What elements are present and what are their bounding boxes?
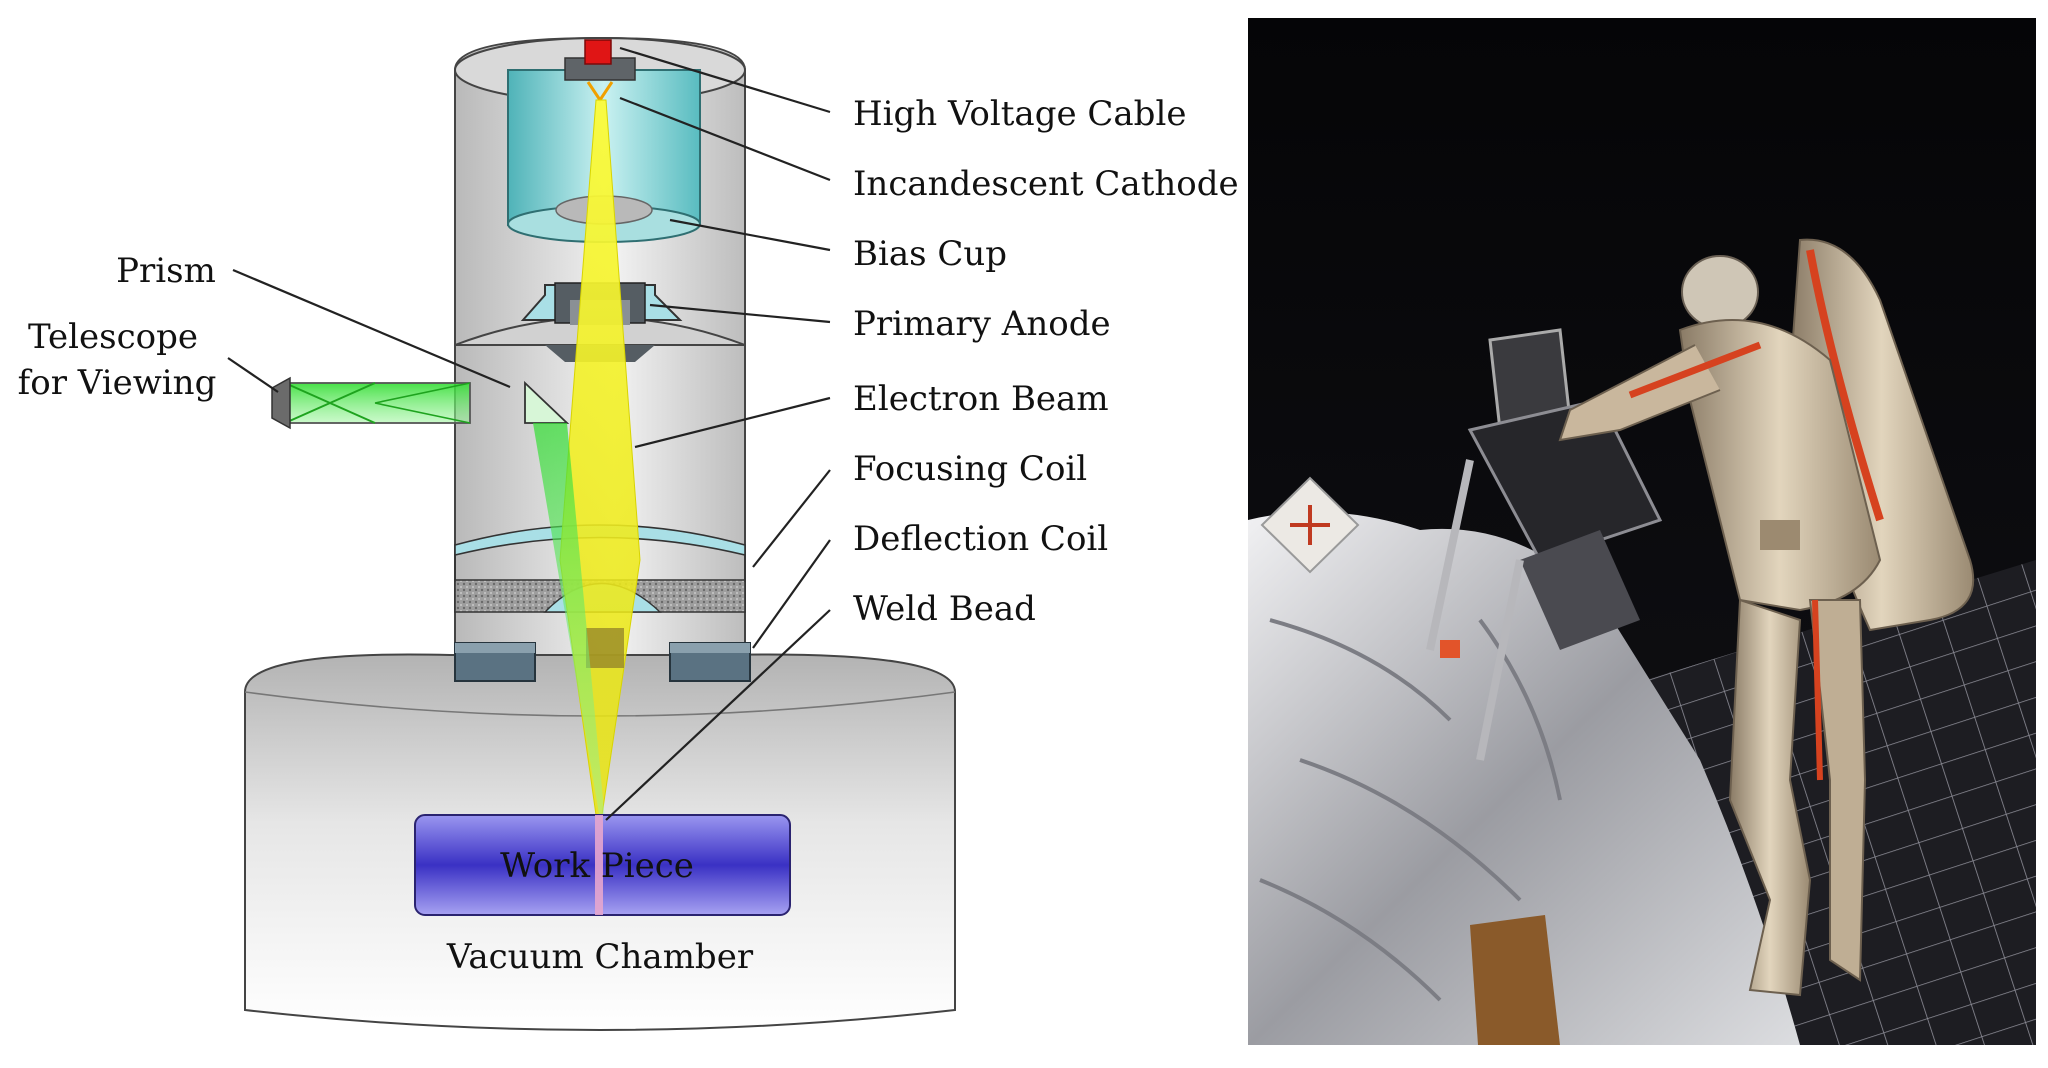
electron-beam-welder-diagram: High Voltage Cable Incandescent Cathode … <box>18 36 1239 1031</box>
work-piece-shape <box>414 814 791 916</box>
label-vacuum-chamber: Vacuum Chamber <box>446 937 754 977</box>
beam-lens-block <box>586 628 624 668</box>
welding-tool-apparatus <box>1426 328 1663 761</box>
spacewalk-photo <box>1248 18 2036 1045</box>
foil-wrinkles <box>1259 618 1562 1002</box>
label-weld-bead: Weld Bead <box>853 589 1036 629</box>
deflection-coil-shape <box>454 642 751 682</box>
cable-and-cathode <box>564 39 636 103</box>
cosmonaut-figure <box>1558 238 1975 997</box>
label-high-voltage-cable: High Voltage Cable <box>853 94 1186 134</box>
label-electron-beam: Electron Beam <box>853 379 1109 419</box>
hatch-panel <box>1470 915 1560 1045</box>
label-incandescent-cathode: Incandescent Cathode <box>853 164 1239 204</box>
optical-path <box>533 423 605 820</box>
label-primary-anode: Primary Anode <box>853 304 1111 344</box>
telescope-shape <box>271 376 471 430</box>
label-work-piece: Work Piece <box>500 846 694 886</box>
label-deflection-coil: Deflection Coil <box>853 519 1108 559</box>
leader-lines <box>227 46 831 821</box>
station-hull-foil <box>1248 512 1800 1045</box>
label-telescope-line1: Telescope <box>28 317 198 357</box>
label-prism: Prism <box>116 251 216 291</box>
target-diamond <box>1260 476 1360 574</box>
label-focusing-coil: Focusing Coil <box>853 449 1087 489</box>
label-telescope-line2: for Viewing <box>18 363 217 403</box>
label-bias-cup: Bias Cup <box>853 234 1007 274</box>
